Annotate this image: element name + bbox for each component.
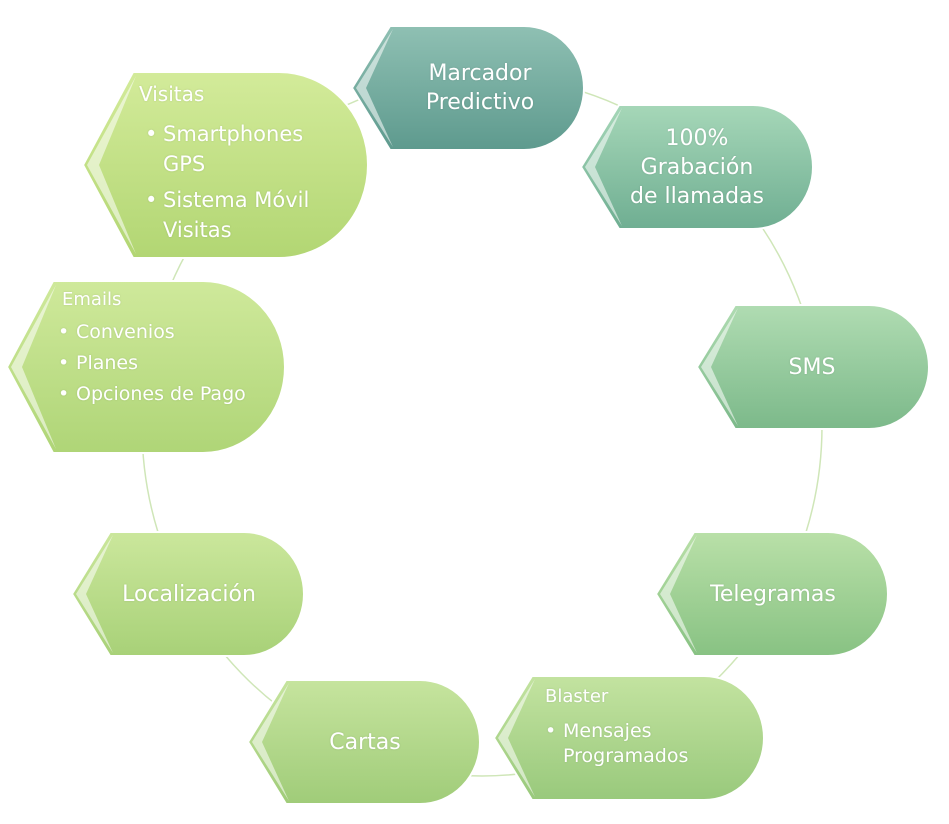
- visitas-title: Visitas: [139, 82, 205, 106]
- visitas-content: Visitas Smartphones GPS Sistema Móvil Vi…: [139, 82, 314, 245]
- node-blaster: Blaster Mensajes Programados: [492, 675, 765, 801]
- marcador-label: Marcador Predictivo: [425, 61, 535, 115]
- grabacion-label: 100% Grabación de llamadas: [629, 125, 765, 209]
- emails-item: Opciones de Pago: [58, 382, 262, 407]
- emails-list: Convenios Planes Opciones de Pago: [58, 320, 262, 407]
- node-marcador-predictivo: Marcador Predictivo: [350, 25, 585, 151]
- hexagon-arrow-shape: [579, 104, 814, 230]
- blaster-content: Blaster Mensajes Programados: [545, 684, 750, 769]
- node-sms: SMS: [695, 304, 930, 430]
- visitas-item: Smartphones GPS: [145, 119, 314, 179]
- emails-item: Convenios: [58, 320, 262, 345]
- blaster-item: Mensajes Programados: [545, 719, 750, 769]
- visitas-list: Smartphones GPS Sistema Móvil Visitas: [139, 119, 314, 245]
- hexagon-arrow-shape: [70, 531, 305, 657]
- node-grabacion-llamadas: 100% Grabación de llamadas: [579, 104, 814, 230]
- sms-label: SMS: [788, 354, 836, 380]
- node-localizacion: Localización: [70, 531, 305, 657]
- visitas-item: Sistema Móvil Visitas: [145, 185, 314, 245]
- node-cartas: Cartas: [246, 679, 481, 805]
- hexagon-arrow-shape: [654, 531, 889, 657]
- localizacion-label: Localización: [122, 581, 256, 607]
- hexagon-arrow-shape: [350, 25, 585, 151]
- cartas-label: Cartas: [329, 729, 401, 755]
- emails-title: Emails: [62, 289, 122, 310]
- blaster-title: Blaster: [545, 686, 609, 707]
- telegramas-label: Telegramas: [710, 581, 836, 607]
- emails-content: Emails Convenios Planes Opciones de Pago: [58, 287, 262, 407]
- emails-item: Planes: [58, 351, 262, 376]
- node-emails: Emails Convenios Planes Opciones de Pago: [5, 280, 286, 454]
- blaster-list: Mensajes Programados: [545, 719, 750, 769]
- hexagon-arrow-shape: [246, 679, 481, 805]
- node-visitas: Visitas Smartphones GPS Sistema Móvil Vi…: [81, 71, 369, 259]
- hexagon-arrow-shape: [695, 304, 930, 430]
- node-telegramas: Telegramas: [654, 531, 889, 657]
